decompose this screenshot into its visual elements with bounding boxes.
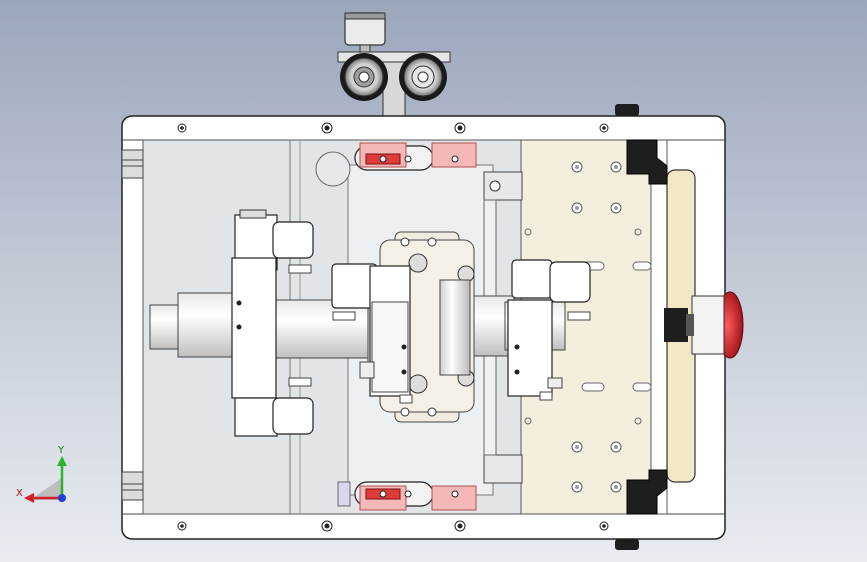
bottom-carriage <box>337 481 477 511</box>
clamp-top <box>626 139 668 185</box>
screw-icon <box>571 441 583 453</box>
bottom-handle <box>615 539 639 550</box>
roller-wheel-icon <box>340 53 388 101</box>
screw-icon <box>571 202 583 214</box>
roller-wheel-icon <box>399 53 447 101</box>
screw-icon <box>599 123 609 133</box>
screw-icon <box>610 481 622 493</box>
screw-icon <box>321 520 333 532</box>
top-handle <box>615 104 639 116</box>
screw-icon <box>177 123 187 133</box>
emergency-stop-icon[interactable] <box>664 291 744 359</box>
screw-icon <box>571 481 583 493</box>
screw-icon <box>610 161 622 173</box>
screw-icon <box>454 520 466 532</box>
screw-icon <box>454 122 466 134</box>
axis-triad-icon[interactable]: Y X <box>16 445 67 503</box>
axis-y-label: Y <box>57 445 65 456</box>
pressure-gauge-icon <box>344 12 386 54</box>
screw-icon <box>599 521 609 531</box>
screw-icon <box>610 202 622 214</box>
mounting-hole <box>315 151 351 187</box>
left-cylinder-block <box>231 209 314 437</box>
screw-icon <box>177 521 187 531</box>
top-carriage <box>354 142 477 171</box>
screw-icon <box>321 122 333 134</box>
center-cylinder-block <box>331 263 413 404</box>
right-cylinder-block <box>507 259 591 401</box>
screw-icon <box>571 161 583 173</box>
screw-icon <box>610 441 622 453</box>
clamp-bottom <box>626 469 668 515</box>
axis-x-label: X <box>16 488 23 499</box>
